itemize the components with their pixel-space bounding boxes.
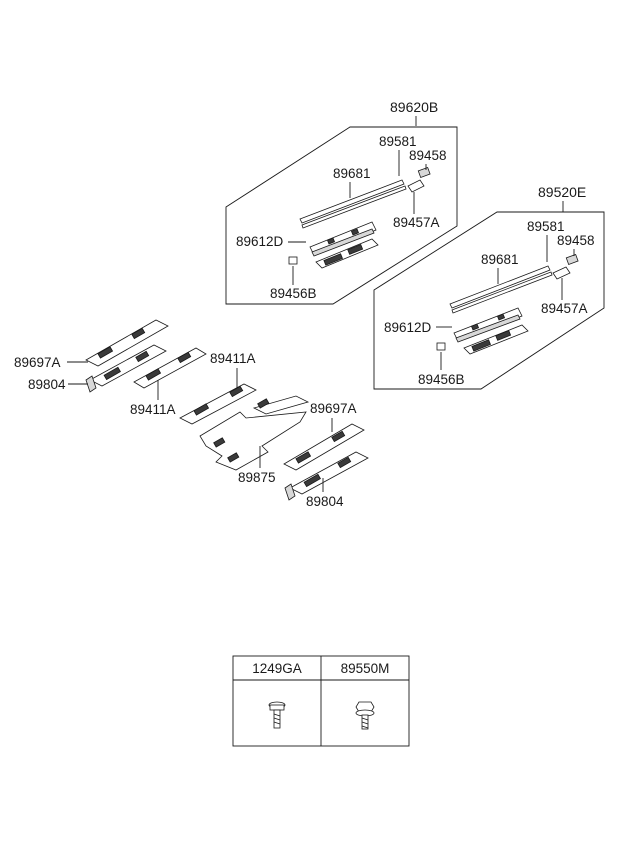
center-plate <box>199 395 310 471</box>
cover-b <box>552 266 571 280</box>
clip-a <box>417 166 431 178</box>
assembly-89520e: 89520E 89581 89458 89681 89457A <box>373 184 605 390</box>
label-89457a-a: 89457A <box>393 215 440 230</box>
stopper-a <box>288 256 298 265</box>
trim-strip-b <box>449 265 553 314</box>
stopper-b <box>436 342 446 351</box>
label-89456b-a: 89456B <box>270 286 317 301</box>
label-89456b-b: 89456B <box>418 372 465 387</box>
label-89875: 89875 <box>238 470 276 485</box>
label-89612d-a: 89612D <box>236 234 284 249</box>
label-89581-b: 89581 <box>527 219 565 234</box>
label-89458-a: 89458 <box>409 148 447 163</box>
label-89458-b: 89458 <box>557 233 595 248</box>
label-89612d-b: 89612D <box>384 320 432 335</box>
lower-parts: 89697A 89804 89411A 89411A 89875 89697A … <box>14 319 369 509</box>
rail-b <box>463 324 529 355</box>
clip-b <box>565 253 579 265</box>
label-89697a-left: 89697A <box>14 355 61 370</box>
assembly-89620b: 89620B 89581 89458 89681 89457A <box>225 99 458 305</box>
trim-strip-a <box>299 179 407 229</box>
fastener-col1-header: 1249GA <box>252 661 302 676</box>
assembly-89520e-title: 89520E <box>538 184 586 200</box>
bolt-icon <box>268 701 286 729</box>
cover-left <box>85 319 169 367</box>
cover-a <box>407 179 425 193</box>
guide-rail-b <box>453 307 523 343</box>
label-89681-a: 89681 <box>333 166 371 181</box>
assembly-89620b-title: 89620B <box>390 99 438 115</box>
label-89411a-left: 89411A <box>130 402 176 417</box>
label-89457a-b: 89457A <box>541 301 588 316</box>
label-89804-right: 89804 <box>306 494 344 509</box>
label-89697a-right: 89697A <box>310 401 357 416</box>
rail-left <box>133 347 207 389</box>
assembly-89620b-frame <box>225 126 458 305</box>
guide-rail-a <box>309 221 377 257</box>
label-89681-b: 89681 <box>481 252 519 267</box>
rail-a <box>315 238 379 269</box>
fastener-table: 1249GA 89550M <box>232 655 410 747</box>
label-89804-left: 89804 <box>28 377 66 392</box>
fastener-col2-header: 89550M <box>341 661 390 676</box>
flange-bolt-icon <box>355 701 375 730</box>
assembly-89520e-frame <box>373 211 605 390</box>
label-89581-a: 89581 <box>379 134 417 149</box>
cover-right <box>283 423 365 471</box>
label-89411a-right: 89411A <box>210 351 256 366</box>
rail-right <box>179 383 257 425</box>
base-right <box>284 451 369 501</box>
base-left <box>85 344 167 393</box>
